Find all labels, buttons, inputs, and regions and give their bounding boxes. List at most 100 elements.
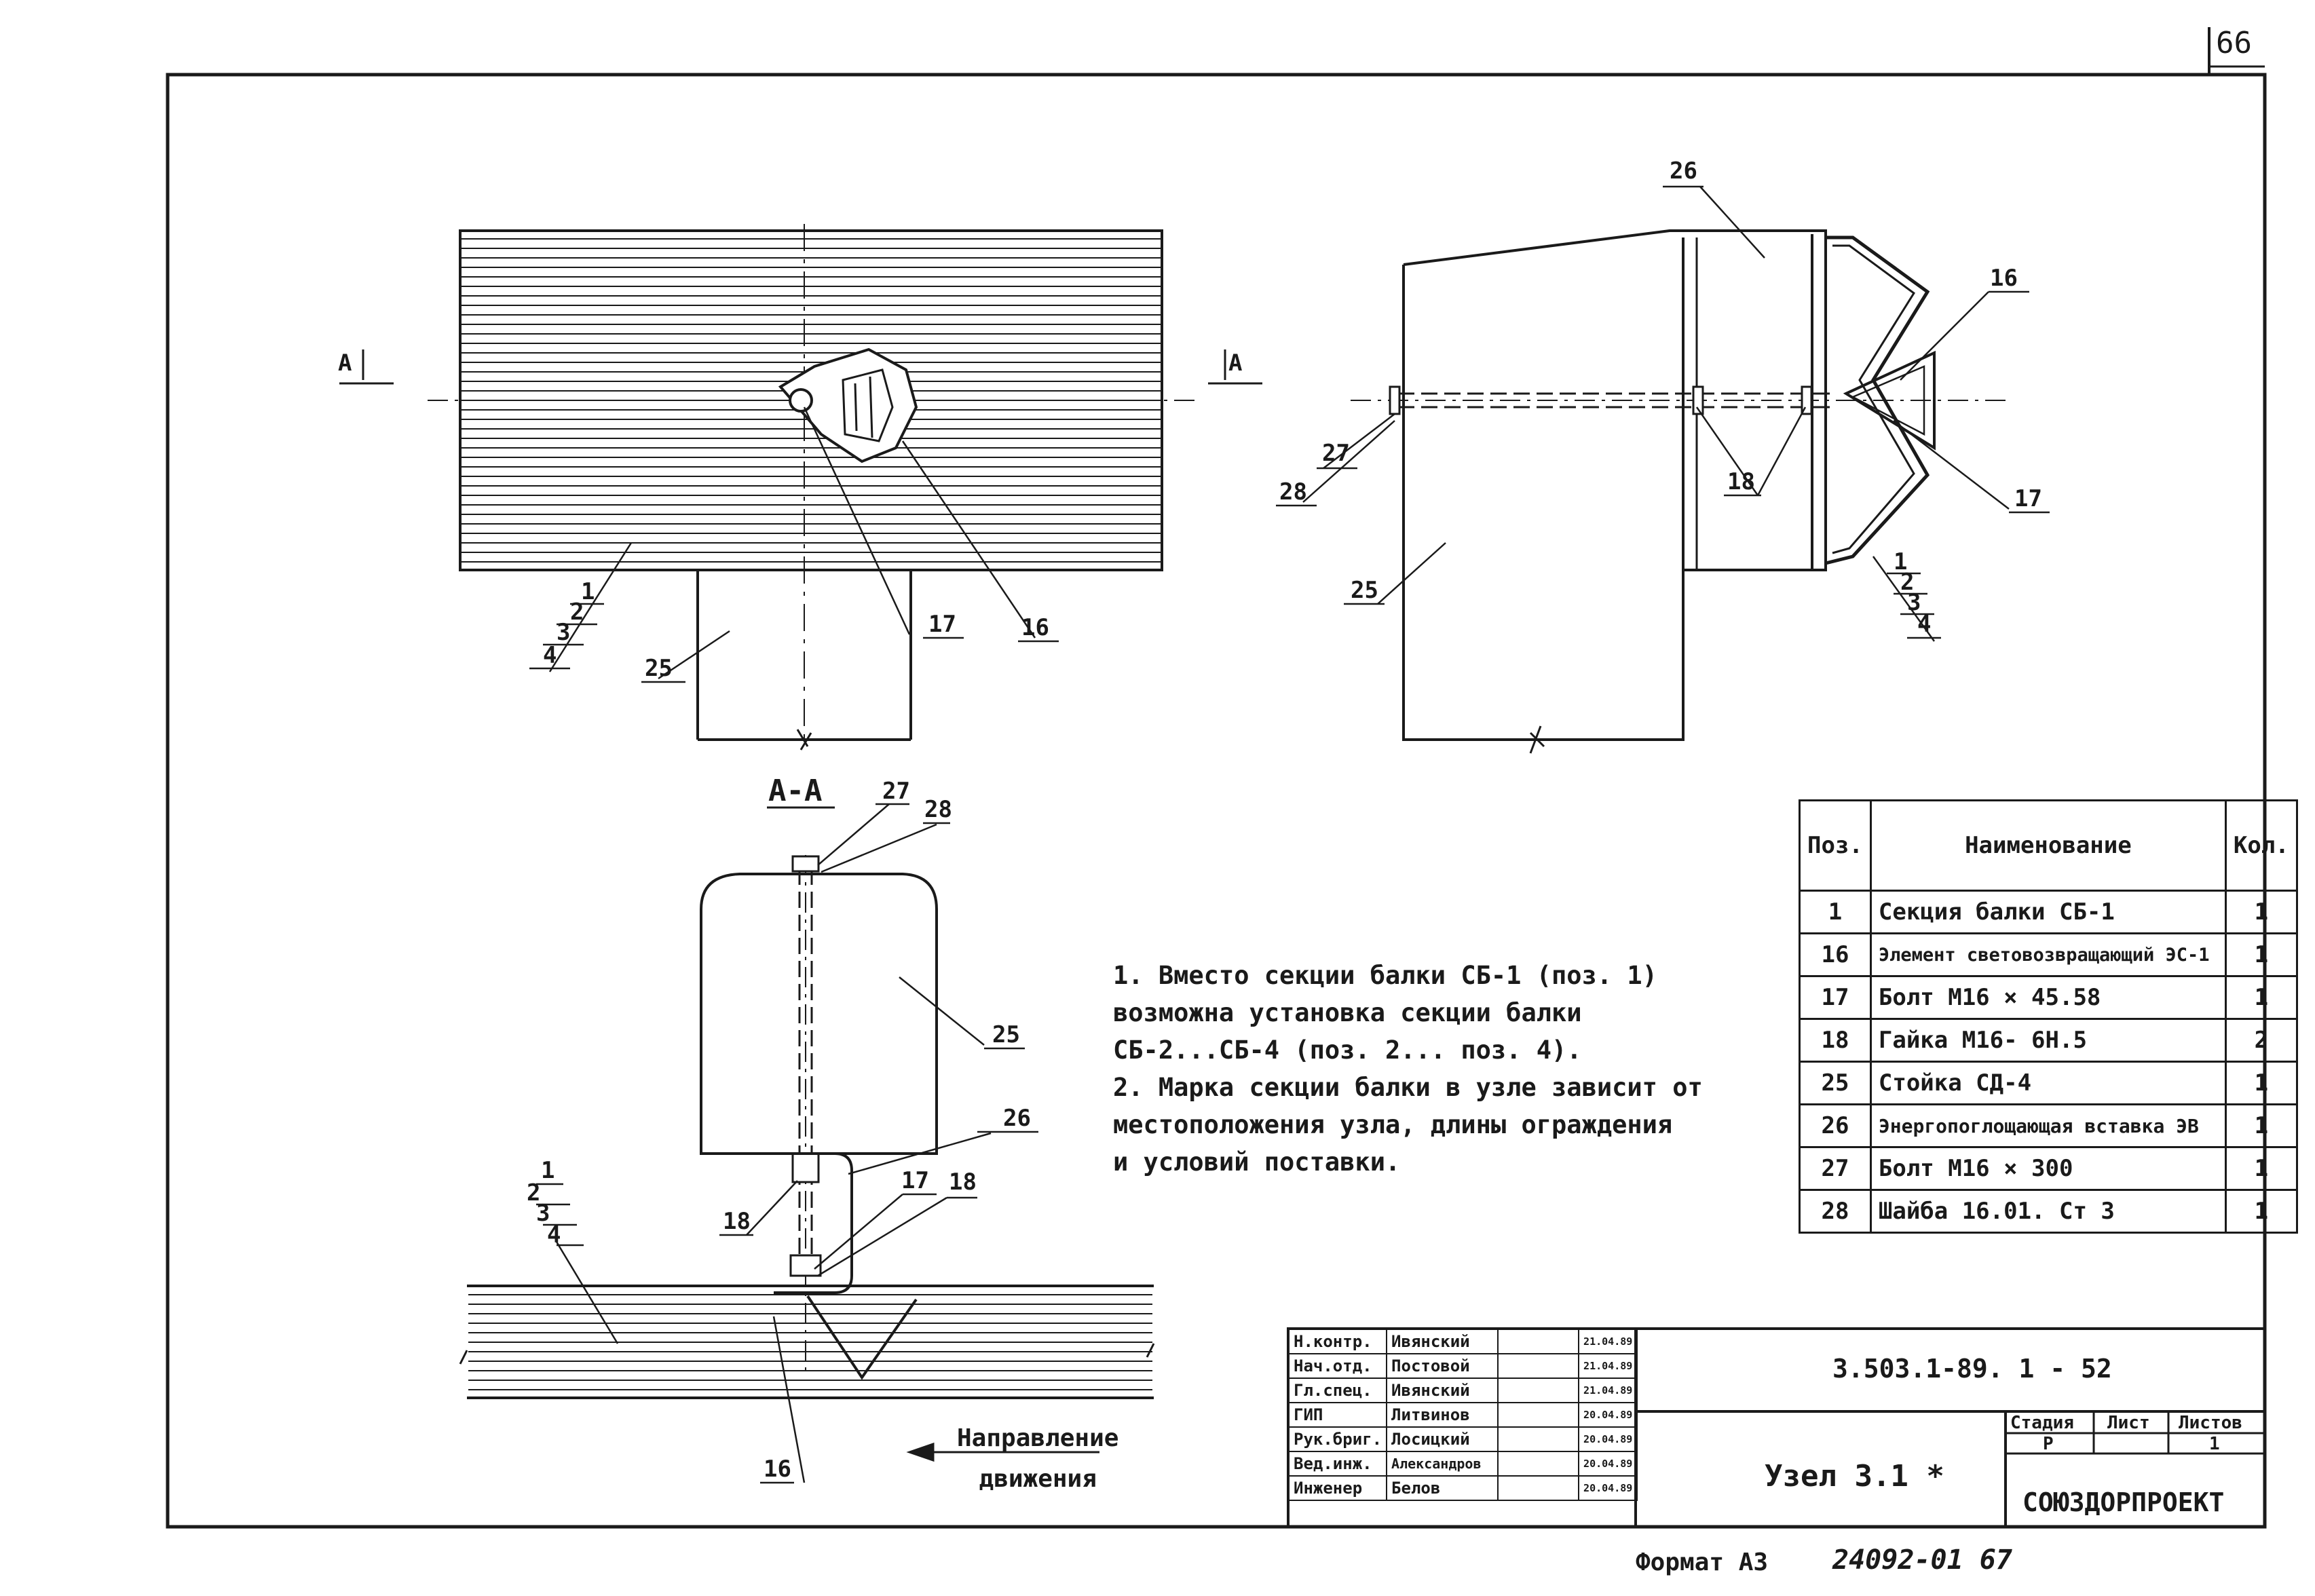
front-view	[339, 224, 1262, 750]
callout-4: 4	[543, 642, 557, 669]
signatory-role: Н.контр.	[1287, 1329, 1388, 1354]
callout-1: 1	[581, 578, 595, 605]
spec-pos: 26	[1799, 1103, 1872, 1148]
spec-pos: 16	[1799, 932, 1872, 977]
section-mark-right: А	[1228, 349, 1243, 377]
signatory-signature	[1497, 1353, 1580, 1379]
spec-qty: 1	[2224, 1189, 2298, 1234]
spec-qty: 1	[2224, 1061, 2298, 1105]
callout-25: 25	[1351, 577, 1378, 604]
callout-3: 3	[557, 619, 571, 646]
document-code: 3.503.1-89. 1 - 52	[1832, 1354, 2112, 1384]
callout-2: 2	[527, 1179, 541, 1206]
section-a-a	[459, 803, 1155, 1484]
side-view	[1276, 185, 2050, 754]
spec-pos: 17	[1799, 975, 1872, 1020]
callout-3: 3	[536, 1200, 550, 1227]
spec-qty: 1	[2224, 1103, 2298, 1148]
callout-18: 18	[1727, 468, 1755, 495]
signatory-signature	[1497, 1402, 1580, 1428]
signatory-name: Александров	[1386, 1451, 1499, 1477]
callout-1: 1	[1894, 548, 1908, 575]
table-row: Н.контр.Ивянский 21.04.89	[1287, 1329, 1638, 1354]
callout-17: 17	[2014, 485, 2042, 512]
sheet-number: 66	[2216, 26, 2252, 60]
signatory-name: Ивянский	[1386, 1329, 1499, 1354]
spec-pos: 28	[1799, 1189, 1872, 1234]
direction-label-line-1: Направление	[957, 1424, 1119, 1452]
callout-27: 27	[882, 778, 910, 805]
signatory-signature	[1497, 1475, 1580, 1501]
signatory-date: 21.04.89	[1578, 1378, 1638, 1403]
note-line: 2. Марка секции балки в узле зависит от	[1113, 1073, 1703, 1102]
signatory-name: Белов	[1386, 1475, 1499, 1501]
spec-header-qty: Кол.	[2224, 799, 2298, 892]
spec-pos: 18	[1799, 1018, 1872, 1063]
note-line: СБ-2...СБ-4 (поз. 2... поз. 4).	[1113, 1036, 1582, 1065]
callout-17: 17	[928, 611, 956, 638]
signatory-signature	[1497, 1426, 1580, 1452]
spec-name: Энергопоглощающая вставка ЭВ	[1869, 1103, 2227, 1148]
signatory-date: 20.04.89	[1578, 1451, 1638, 1477]
callout-28: 28	[924, 796, 952, 823]
callout-18: 18	[949, 1168, 977, 1196]
signatory-signature	[1497, 1329, 1580, 1354]
callout-26: 26	[1003, 1105, 1031, 1132]
spec-header-row: Поз. Наименование Кол.	[1799, 799, 2298, 892]
callout-16: 16	[1021, 614, 1049, 641]
callout-4: 4	[1917, 611, 1932, 638]
stage-header: Стадия	[2010, 1413, 2074, 1433]
spec-pos: 25	[1799, 1061, 1872, 1105]
spec-qty: 1	[2224, 975, 2298, 1020]
drawing-title: Узел 3.1 *	[1765, 1459, 1944, 1494]
callout-1: 1	[541, 1157, 555, 1184]
spec-qty: 1	[2224, 932, 2298, 977]
sheets-header: Листов	[2179, 1413, 2242, 1433]
callout-2: 2	[1900, 569, 1915, 596]
spec-header-pos: Поз.	[1799, 799, 1872, 892]
signatory-name: Ивянский	[1386, 1378, 1499, 1403]
spec-name: Секция балки СБ-1	[1869, 890, 2227, 934]
spec-name: Болт М16 × 45.58	[1869, 975, 2227, 1020]
signatory-name: Постовой	[1386, 1353, 1499, 1379]
signatory-name: Лосицкий	[1386, 1426, 1499, 1452]
callout-2: 2	[570, 598, 584, 626]
spec-name: Гайка М16- 6Н.5	[1869, 1018, 2227, 1063]
callout-18: 18	[723, 1208, 751, 1235]
spec-name: Стойка СД-4	[1869, 1061, 2227, 1105]
signatory-signature	[1497, 1378, 1580, 1403]
stage-value: Р	[2043, 1434, 2054, 1454]
signatory-role: Инженер	[1287, 1475, 1388, 1501]
signatory-date: 20.04.89	[1578, 1402, 1638, 1428]
spec-pos: 1	[1799, 890, 1872, 934]
callout-16: 16	[764, 1456, 791, 1483]
signatory-role: Вед.инж.	[1287, 1451, 1388, 1477]
signatory-date: 20.04.89	[1578, 1426, 1638, 1452]
callout-16: 16	[1990, 265, 2018, 292]
callout-17: 17	[901, 1167, 929, 1194]
signatory-date: 20.04.89	[1578, 1475, 1638, 1501]
direction-label-line-2: движения	[979, 1465, 1097, 1493]
spec-qty: 2	[2224, 1018, 2298, 1063]
spec-name: Шайба 16.01. Ст 3	[1869, 1189, 2227, 1234]
signatory-role: ГИП	[1287, 1402, 1388, 1428]
paper-format: Формат А3	[1636, 1548, 1769, 1576]
spec-name: Элемент световозвращающий ЭС-1	[1869, 932, 2227, 977]
callout-4: 4	[547, 1221, 561, 1249]
spec-name: Болт М16 × 300	[1869, 1146, 2227, 1191]
spec-qty: 1	[2224, 890, 2298, 934]
sheets-value: 1	[2209, 1434, 2220, 1454]
callout-27: 27	[1322, 440, 1350, 467]
signatory-date: 21.04.89	[1578, 1329, 1638, 1354]
table-row: Вед.инж.Александров 20.04.89	[1287, 1451, 1638, 1477]
